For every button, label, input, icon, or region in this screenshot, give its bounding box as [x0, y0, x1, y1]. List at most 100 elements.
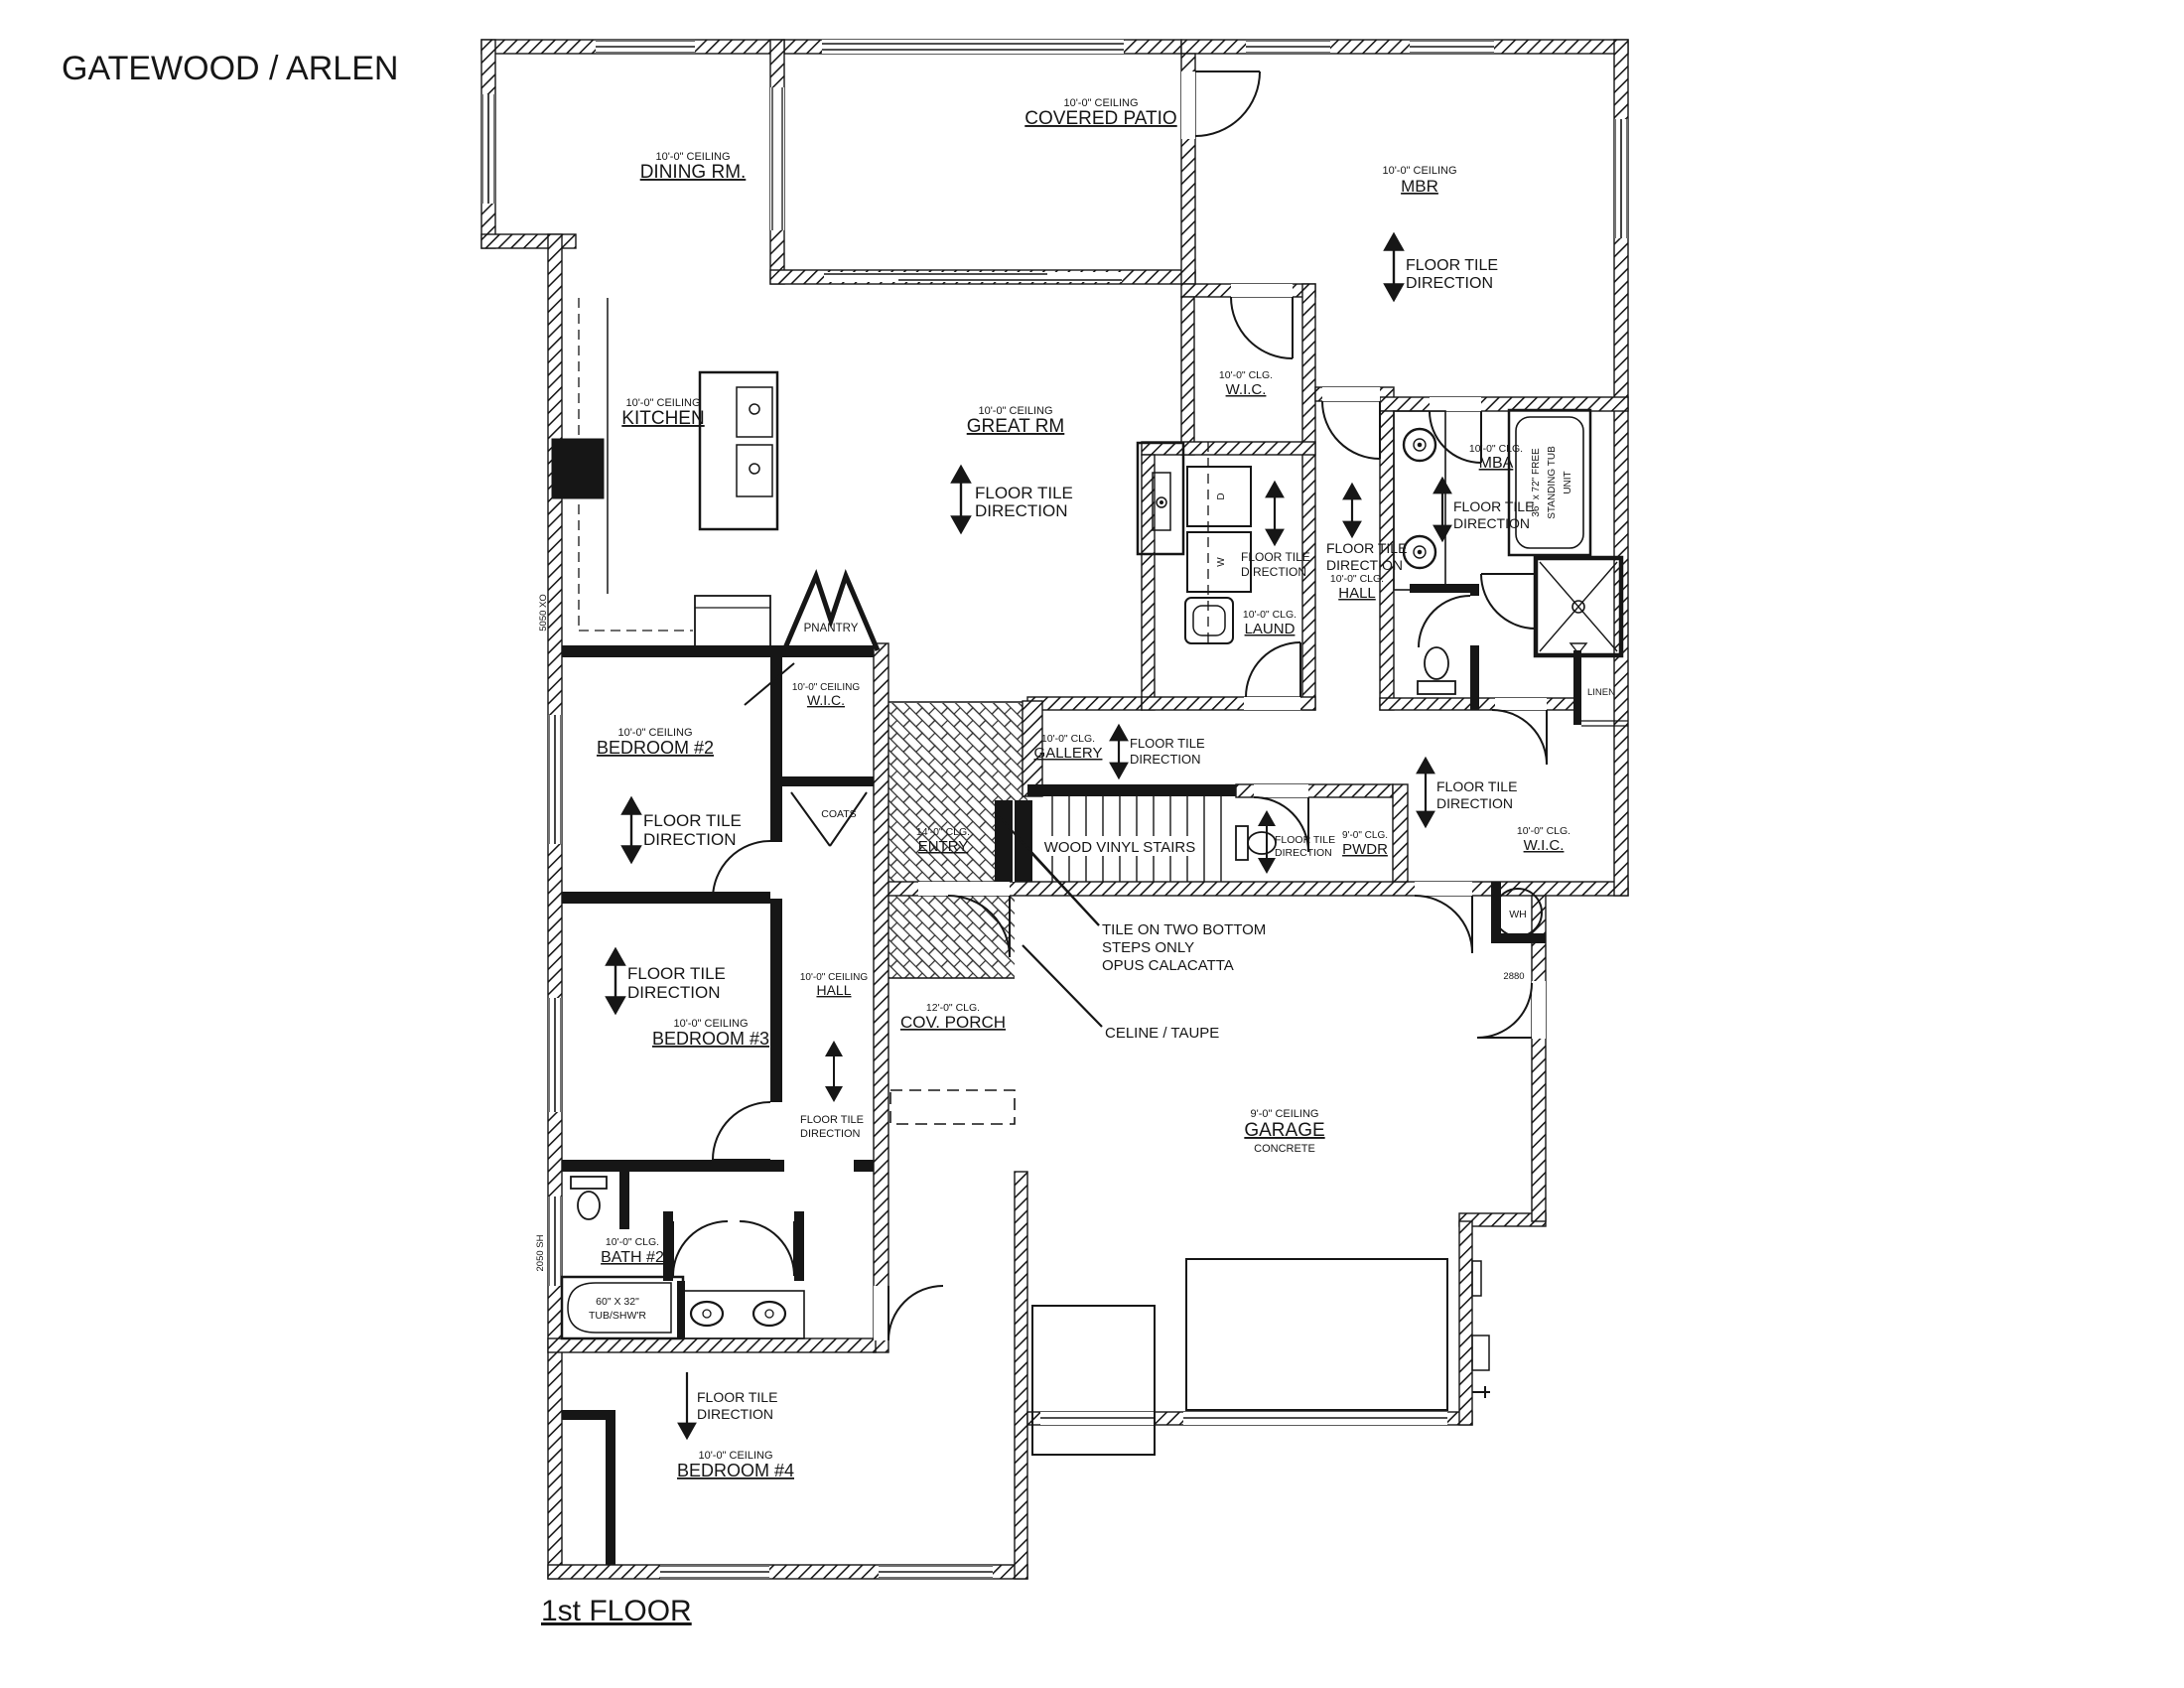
svg-text:DIRECTION: DIRECTION	[1326, 557, 1403, 573]
stairs-label: WOOD VINYL STAIRS	[1044, 839, 1196, 856]
fixtures	[551, 298, 1628, 1456]
bedroom4-ceiling: 10'-0" CEILING	[698, 1450, 772, 1462]
pantry-shelving	[781, 568, 881, 651]
room-label-pwdr: 9'-0" CLG.PWDR	[1342, 830, 1388, 858]
pwdr-name: PWDR	[1342, 841, 1388, 858]
kitchen-name: KITCHEN	[621, 408, 704, 429]
laund-name: LAUND	[1245, 621, 1296, 637]
stair-tile-note-line1: TILE ON TWO BOTTOM	[1102, 921, 1266, 938]
coats-label: COATS	[821, 808, 856, 820]
bedroom4-window-1	[660, 1565, 769, 1579]
window-tag-2050: 2050 SH	[535, 1234, 546, 1271]
svg-text:FLOOR TILE: FLOOR TILE	[1453, 498, 1534, 514]
entry-ceiling: 14'-0" CLG.	[916, 826, 970, 838]
entry-name: ENTRY	[918, 838, 969, 855]
door-tag-2880: 2880	[1503, 971, 1524, 982]
dining-window-west	[481, 94, 495, 204]
fireplace	[1136, 441, 1185, 556]
great-rm-name: GREAT RM	[967, 416, 1065, 437]
doors	[672, 70, 1548, 1341]
hall-center-name: HALL	[1338, 585, 1376, 602]
room-label-laund: 10'-0" CLG.LAUND	[1243, 609, 1297, 637]
room-label-hall-center: 10'-0" CLG.HALL	[1330, 573, 1384, 602]
wall-openings	[481, 40, 1628, 1579]
bedroom3-ceiling: 10'-0" CEILING	[673, 1018, 748, 1030]
mba-name: MBA	[1479, 455, 1514, 472]
gallery-name: GALLERY	[1034, 745, 1103, 762]
hall-center-ceiling: 10'-0" CLG.	[1330, 573, 1384, 585]
annotations: WOOD VINYL STAIRS TILE ON TWO BOTTOM STE…	[996, 813, 1266, 1042]
porch-herringbone-tile	[888, 896, 1015, 978]
room-label-cov-porch: 12'-0" CLG.COV. PORCH	[900, 1002, 1006, 1032]
garage-door-panel-1	[1031, 1305, 1156, 1456]
bedroom2-ceiling: 10'-0" CEILING	[617, 727, 692, 739]
svg-text:FLOOR TILE: FLOOR TILE	[643, 811, 742, 830]
pwdr-ceiling: 9'-0" CLG.	[1342, 830, 1388, 841]
room-label-gallery: 10'-0" CLG.GALLERY	[1034, 733, 1103, 762]
laundry-sink	[1184, 597, 1234, 644]
mbr-window-top-2	[1410, 40, 1494, 54]
washer-box	[1186, 531, 1252, 593]
stair-tile-note-line2: STEPS ONLY	[1102, 939, 1194, 956]
garage-door-opening-2	[1183, 1412, 1447, 1425]
patio-slider	[824, 272, 1122, 282]
mbr-ceiling: 10'-0" CEILING	[1382, 165, 1456, 177]
window-tag-5050: 5050 XO	[538, 594, 549, 632]
pwdr-toilet	[1235, 825, 1277, 861]
svg-text:DIRECTION: DIRECTION	[1241, 565, 1306, 579]
mbr-name: MBR	[1401, 177, 1438, 196]
dining-window	[596, 40, 695, 54]
free-standing-tub	[1507, 408, 1592, 557]
svg-text:FLOOR TILE: FLOOR TILE	[1275, 834, 1335, 846]
garage-name: GARAGE	[1244, 1120, 1324, 1141]
kitchen-island	[698, 370, 779, 531]
room-label-bath2: 10'-0" CLG.BATH #2	[601, 1236, 664, 1266]
kitchen-cabinet	[694, 595, 771, 652]
laund-ceiling: 10'-0" CLG.	[1243, 609, 1297, 621]
room-label-mba: 10'-0" CLG.MBA	[1469, 443, 1523, 472]
mba-ceiling: 10'-0" CLG.	[1469, 443, 1523, 455]
svg-text:FLOOR TILE: FLOOR TILE	[975, 484, 1073, 502]
wic-bed2-name: W.I.C.	[807, 692, 845, 708]
fixture-labels: PNANTRY COATS LINEN WH D W 60" X 32" TUB…	[535, 446, 1615, 1322]
bedroom4-name: BEDROOM #4	[677, 1461, 794, 1480]
hall-left-name: HALL	[816, 982, 851, 998]
svg-text:FLOOR TILE: FLOOR TILE	[1436, 778, 1517, 794]
room-label-entry: 14'-0" CLG.ENTRY	[916, 826, 970, 855]
free-tub-line2: STANDING TUB	[1547, 446, 1558, 519]
room-label-wic-mbr: 10'-0" CLG.W.I.C.	[1219, 369, 1273, 398]
patio-screen-opening	[822, 40, 1124, 54]
bath2-vanity	[682, 1290, 805, 1339]
svg-text:FLOOR TILE: FLOOR TILE	[697, 1389, 777, 1405]
dryer-label: D	[1216, 492, 1227, 499]
svg-text:DIRECTION: DIRECTION	[1275, 847, 1332, 859]
tile-floors	[887, 701, 1027, 979]
wic-right-name: W.I.C.	[1524, 837, 1565, 854]
linen-label: LINEN	[1587, 687, 1615, 698]
color-note: CELINE / TAUPE	[1105, 1025, 1219, 1042]
mba-toilet	[1417, 646, 1456, 695]
garage-floor-note: CONCRETE	[1254, 1143, 1315, 1155]
svg-text:DIRECTION: DIRECTION	[697, 1406, 773, 1422]
svg-text:DIRECTION: DIRECTION	[800, 1128, 861, 1140]
mbr-window-east	[1614, 119, 1628, 238]
svg-text:DIRECTION: DIRECTION	[1406, 275, 1493, 292]
svg-text:FLOOR TILE: FLOOR TILE	[1241, 550, 1310, 564]
gallery-ceiling: 10'-0" CLG.	[1041, 733, 1095, 745]
bath2-tub	[560, 1275, 685, 1340]
cov-porch-name: COV. PORCH	[900, 1013, 1006, 1032]
patio-name: COVERED PATIO	[1024, 108, 1176, 129]
